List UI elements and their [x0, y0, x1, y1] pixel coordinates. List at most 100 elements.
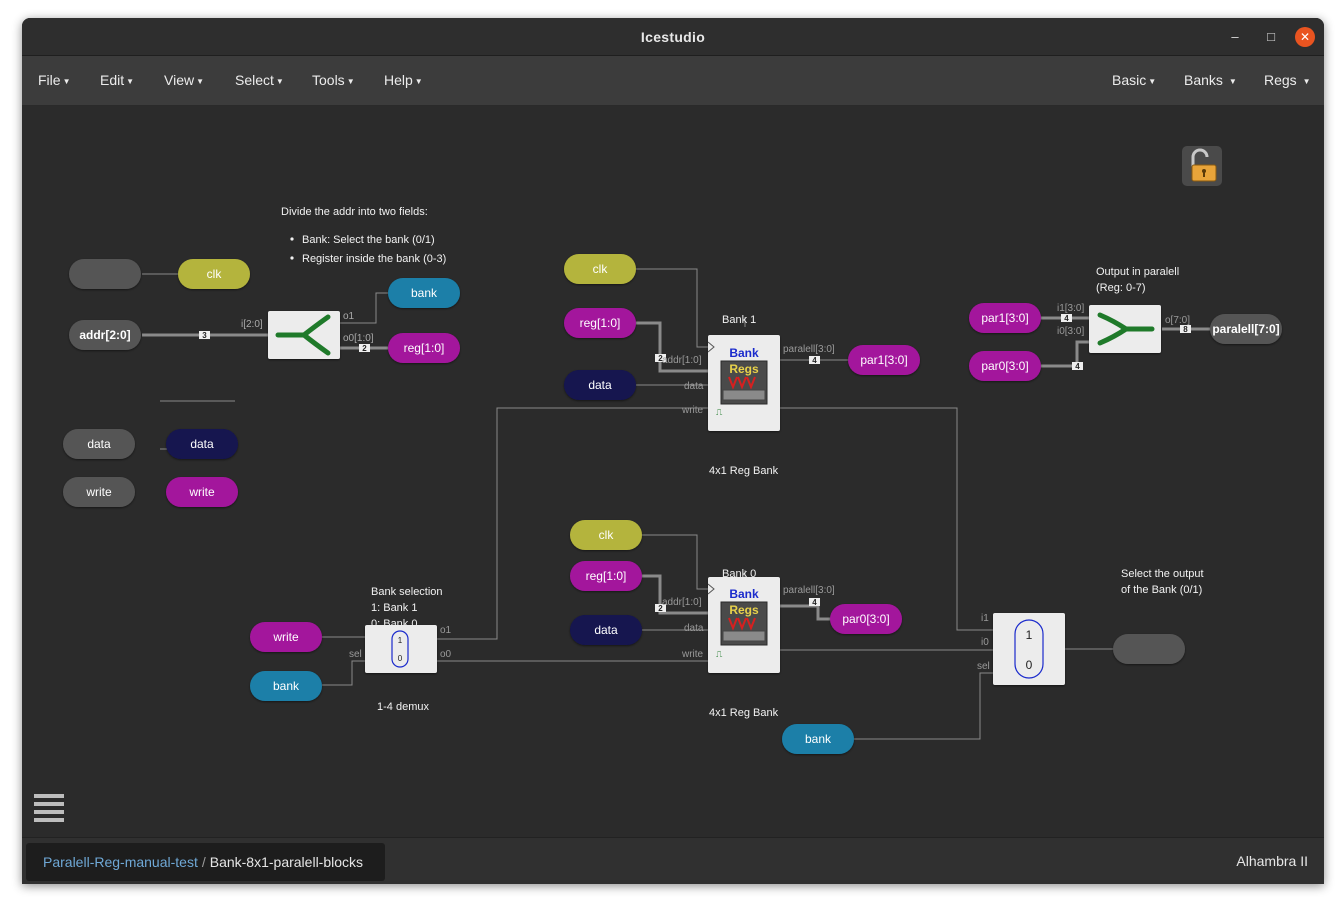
- bank0-block[interactable]: Bank Regs ⎍ addr[1:0] data write paralel…: [662, 577, 835, 673]
- par0-output-port[interactable]: par0[3:0]: [830, 604, 902, 634]
- join-pins: i1[3:0] i0[3:0] o[7:0]: [1057, 303, 1190, 337]
- addr-input-port[interactable]: addr[2:0]: [69, 320, 141, 350]
- bus-size-label: 2: [658, 354, 663, 363]
- port-label: data: [190, 437, 214, 451]
- bank1-label: 4x1 Reg Bank: [709, 465, 779, 477]
- data-input-port[interactable]: data: [63, 429, 135, 459]
- join-par1-port[interactable]: par1[3:0]: [969, 303, 1041, 333]
- pin-label: paralell[3:0]: [783, 585, 835, 596]
- bank-output-port[interactable]: bank: [388, 278, 460, 308]
- port-label: bank: [411, 286, 438, 300]
- breadcrumb-project-link[interactable]: Paralell-Reg-manual-test: [43, 854, 198, 870]
- port-label: par0[3:0]: [981, 359, 1028, 373]
- maximize-button[interactable]: □: [1267, 29, 1275, 44]
- menu-label: Tools: [312, 72, 345, 88]
- write-output-port[interactable]: write: [166, 477, 238, 507]
- pin-label: addr[1:0]: [662, 355, 702, 366]
- bank1-block[interactable]: Bank Regs ⎍ addr[1:0] data write paralel…: [662, 335, 835, 431]
- bank0-pins: addr[1:0] data write paralell[3:0]: [662, 585, 835, 660]
- hamburger-menu-icon[interactable]: [34, 794, 64, 822]
- pin-label: data: [684, 381, 704, 392]
- icon-text: Bank: [729, 587, 759, 601]
- menu-label: Edit: [100, 72, 125, 88]
- port-label: clk: [207, 267, 223, 281]
- menu-label: Regs: [1264, 72, 1297, 88]
- menu-regs[interactable]: Regs ▼: [1264, 72, 1311, 88]
- write-input-port[interactable]: write: [63, 477, 135, 507]
- demux-one: 1: [398, 636, 403, 645]
- breadcrumb-current: Bank-8x1-paralell-blocks: [209, 854, 364, 870]
- port-label: par1[3:0]: [860, 353, 907, 367]
- data-output-port[interactable]: data: [166, 429, 238, 459]
- menu-bar: File▼ Edit▼ View▼ Select▼ Tools▼ Help▼ B…: [22, 56, 1324, 106]
- menu-tools[interactable]: Tools▼: [312, 72, 355, 88]
- demux-block[interactable]: 1 0 sel o1 o0: [349, 625, 452, 673]
- menu-select[interactable]: Select▼: [235, 72, 284, 88]
- bank0-label: 4x1 Reg Bank: [709, 707, 779, 719]
- mux-output-port-empty[interactable]: [1113, 634, 1185, 664]
- bank1-data-port[interactable]: data: [564, 370, 636, 400]
- bus-size-label: 4: [812, 356, 817, 365]
- port-label: data: [87, 437, 111, 451]
- port-label: bank: [805, 732, 832, 746]
- mux-bank-port[interactable]: bank: [782, 724, 854, 754]
- app-window: Icestudio – □ ✕ File▼ Edit▼ View▼ Select…: [22, 18, 1324, 884]
- unlock-icon[interactable]: [1182, 146, 1222, 186]
- bank1-reg-port[interactable]: reg[1:0]: [564, 308, 636, 338]
- note-addr-title: Divide the addr into two fields:: [281, 206, 428, 218]
- par1-output-port[interactable]: par1[3:0]: [848, 345, 920, 375]
- mux-block[interactable]: 1 0 i1 i0 sel: [977, 613, 1065, 685]
- bus-size-label: 3: [202, 331, 207, 340]
- menu-help[interactable]: Help▼: [384, 72, 423, 88]
- bus-markers: 3 2 2 4 2 4 4 4 8: [199, 314, 1191, 613]
- pin-label: i0[3:0]: [1057, 326, 1084, 337]
- join-par0-port[interactable]: par0[3:0]: [969, 351, 1041, 381]
- board-name[interactable]: Alhambra II: [1236, 853, 1308, 869]
- menu-label: View: [164, 72, 195, 88]
- minimize-button[interactable]: –: [1231, 29, 1239, 44]
- note-addr-item: Register inside the bank (0-3): [302, 253, 446, 265]
- io-ports: clk addr[2:0] bank reg[1:0] data: [63, 254, 1282, 754]
- bank0-data-port[interactable]: data: [570, 615, 642, 645]
- paralell-output-port[interactable]: paralell[7:0]: [1210, 314, 1282, 344]
- menu-file[interactable]: File▼: [38, 72, 71, 88]
- pin-label: o[7:0]: [1165, 315, 1190, 326]
- port-label: addr[2:0]: [79, 328, 130, 342]
- port-label: par0[3:0]: [842, 612, 889, 626]
- port-label: par1[3:0]: [981, 311, 1028, 325]
- design-canvas[interactable]: 3 2 2 4 2 4 4 4 8 Divide the addr: [22, 107, 1324, 837]
- menu-edit[interactable]: Edit▼: [100, 72, 135, 88]
- note-output-sub: (Reg: 0-7): [1096, 282, 1146, 294]
- close-button[interactable]: ✕: [1295, 27, 1315, 47]
- join-block[interactable]: i1[3:0] i0[3:0] o[7:0]: [1057, 303, 1190, 353]
- port-label: reg[1:0]: [404, 341, 445, 355]
- menu-label: Help: [384, 72, 413, 88]
- port-label: data: [588, 378, 612, 392]
- menu-basic[interactable]: Basic▼: [1112, 72, 1157, 88]
- port-label: write: [85, 485, 112, 499]
- menu-banks[interactable]: Banks ▼: [1184, 72, 1237, 88]
- split-block[interactable]: i[2:0] o1 o0[1:0]: [241, 311, 374, 359]
- input-port-empty[interactable]: [69, 259, 141, 289]
- title-bar: Icestudio – □ ✕: [22, 18, 1324, 56]
- demux-bank-port[interactable]: bank: [250, 671, 322, 701]
- reg-output-port[interactable]: reg[1:0]: [388, 333, 460, 363]
- clk-output-port[interactable]: clk: [178, 259, 250, 289]
- menu-view[interactable]: View▼: [164, 72, 205, 88]
- mux-zero: 0: [1026, 658, 1033, 672]
- bank0-clk-port[interactable]: clk: [570, 520, 642, 550]
- bank1-clk-port[interactable]: clk: [564, 254, 636, 284]
- demux-zero: 0: [398, 654, 403, 663]
- pin-label: sel: [977, 661, 990, 672]
- note-select-out-line: of the Bank (0/1): [1121, 584, 1202, 596]
- pin-label: o1: [440, 625, 452, 636]
- demux-write-port[interactable]: write: [250, 622, 322, 652]
- note-addr-item: Bank: Select the bank (0/1): [302, 234, 435, 246]
- breadcrumb: Paralell-Reg-manual-test/Bank-8x1-parale…: [26, 843, 385, 881]
- bus-size-label: 4: [1064, 314, 1069, 323]
- port-label: reg[1:0]: [580, 316, 621, 330]
- pin-label: write: [681, 405, 704, 416]
- mux-pins: i1 i0 sel: [977, 613, 990, 672]
- bank0-reg-port[interactable]: reg[1:0]: [570, 561, 642, 591]
- icon-text: Regs: [729, 362, 759, 376]
